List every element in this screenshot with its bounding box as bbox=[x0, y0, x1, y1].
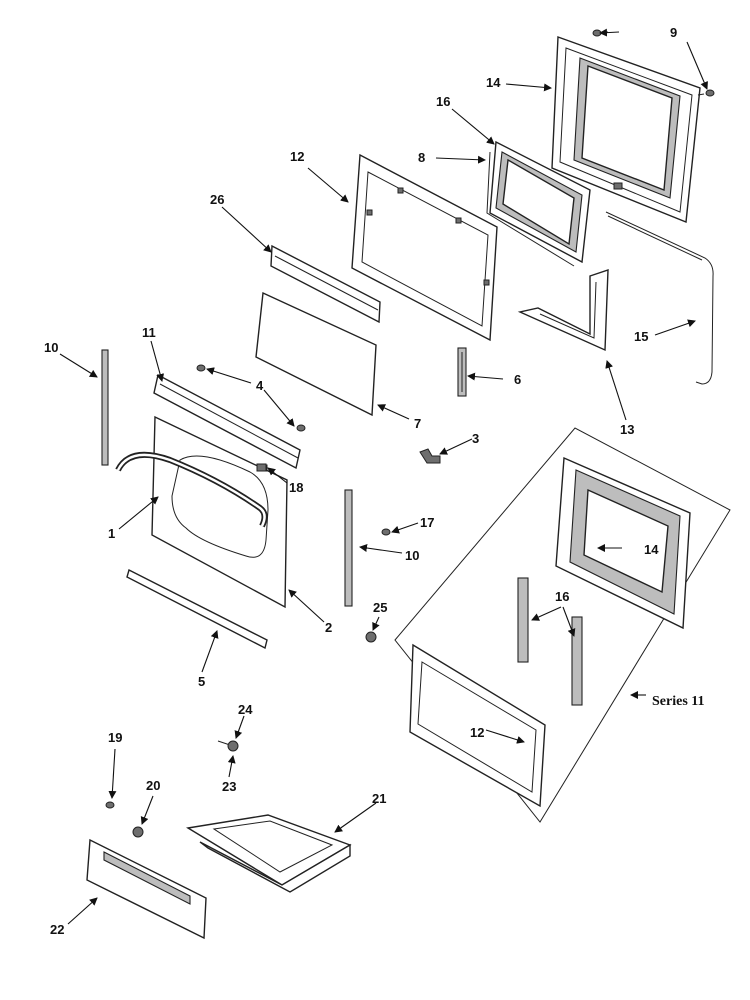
callout-5: 5 bbox=[198, 674, 205, 689]
callout-2: 2 bbox=[325, 620, 332, 635]
callout-3: 3 bbox=[472, 431, 479, 446]
callout-12: 12 bbox=[290, 149, 304, 164]
callout-23: 23 bbox=[222, 779, 236, 794]
part-13-insulation bbox=[517, 269, 609, 352]
callout-14-series: 14 bbox=[644, 542, 659, 557]
callout-25: 25 bbox=[373, 600, 387, 615]
part-1-handle bbox=[115, 451, 268, 528]
part-6-bracket bbox=[457, 347, 467, 397]
callout-10-left: 10 bbox=[44, 340, 58, 355]
callout-18: 18 bbox=[289, 480, 303, 495]
part-26-strip bbox=[270, 244, 381, 324]
part-25-nut bbox=[365, 631, 377, 643]
part-22-drawer-front bbox=[86, 838, 207, 940]
callout-21: 21 bbox=[372, 791, 386, 806]
part-10-right-strip bbox=[344, 489, 353, 607]
part-11-top-trim bbox=[153, 373, 301, 470]
callout-4: 4 bbox=[256, 378, 264, 393]
callout-14: 14 bbox=[486, 75, 501, 90]
callout-17: 17 bbox=[420, 515, 434, 530]
callout-1: 1 bbox=[108, 526, 115, 541]
part-16-glass-frame bbox=[489, 140, 591, 264]
part-24-23-screw bbox=[217, 740, 239, 752]
callout-7: 7 bbox=[414, 416, 421, 431]
series-11-inset bbox=[394, 427, 731, 823]
callout-15: 15 bbox=[634, 329, 648, 344]
part-10-left-strip bbox=[101, 349, 109, 466]
part-3-clip bbox=[419, 448, 441, 464]
part-5-bottom-trim bbox=[126, 568, 268, 650]
part-21-drawer bbox=[186, 814, 352, 893]
callout-16: 16 bbox=[436, 94, 450, 109]
part-14-outer-panel bbox=[551, 36, 701, 223]
callout-12-series: 12 bbox=[470, 725, 484, 740]
callout-19: 19 bbox=[108, 730, 122, 745]
part-17-screw bbox=[381, 528, 391, 536]
callout-26: 26 bbox=[210, 192, 224, 207]
callout-9: 9 bbox=[670, 25, 677, 40]
part-7-glass-panel bbox=[255, 291, 377, 417]
callout-8: 8 bbox=[418, 150, 425, 165]
callout-10-right: 10 bbox=[405, 548, 419, 563]
part-18-bracket bbox=[256, 463, 267, 472]
part-20-nut bbox=[132, 826, 144, 838]
part-19-screw bbox=[105, 801, 115, 809]
part-12-door-frame bbox=[351, 153, 498, 342]
callout-16-series: 16 bbox=[555, 589, 569, 604]
part-8-glass bbox=[486, 151, 575, 267]
leader-lines bbox=[59, 28, 708, 925]
callout-24: 24 bbox=[238, 702, 253, 717]
callout-22: 22 bbox=[50, 922, 64, 937]
callout-13: 13 bbox=[620, 422, 634, 437]
callout-20: 20 bbox=[146, 778, 160, 793]
part-15-gasket bbox=[605, 211, 714, 385]
callout-11: 11 bbox=[142, 325, 156, 340]
callout-labels: 9 14 16 8 12 26 15 6 13 10 11 4 7 3 18 1… bbox=[44, 25, 705, 937]
callout-6: 6 bbox=[514, 372, 521, 387]
part-4-screws bbox=[196, 364, 306, 432]
series-11-label: Series 11 bbox=[652, 694, 705, 709]
